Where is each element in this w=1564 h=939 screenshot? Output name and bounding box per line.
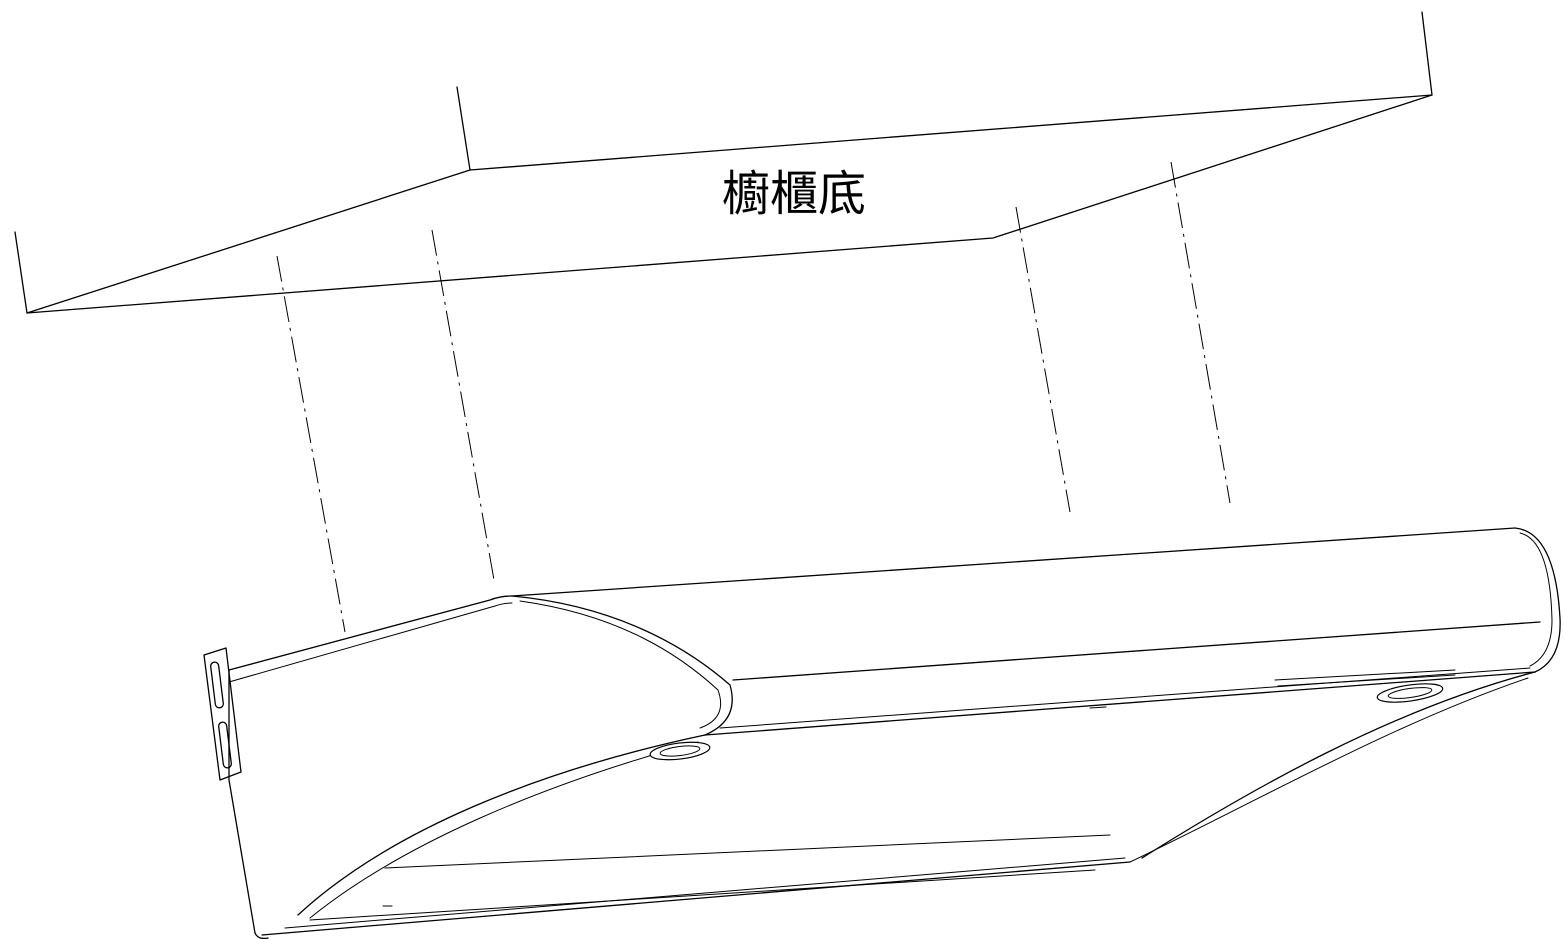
guide-line-1 xyxy=(276,255,346,633)
guide-line-2 xyxy=(431,229,495,581)
range-hood xyxy=(203,527,1561,939)
guide-line-3 xyxy=(1015,206,1071,513)
left-vent-opening xyxy=(649,741,711,761)
cabinet-bottom-plane xyxy=(14,11,1433,314)
right-vent-opening xyxy=(1376,683,1444,703)
mounting-bracket xyxy=(203,647,242,781)
cabinet-bottom-label: 櫥櫃底 xyxy=(722,166,866,222)
mounting-guide-lines xyxy=(276,161,1231,633)
guide-line-4 xyxy=(1170,161,1231,504)
